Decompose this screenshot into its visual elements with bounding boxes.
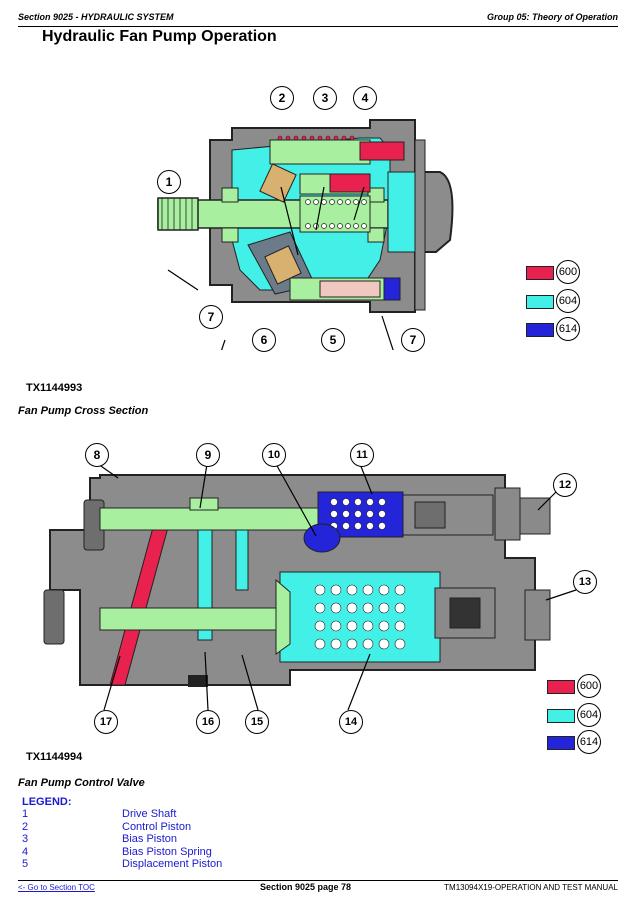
figure1-callout-5: 5 — [321, 328, 345, 352]
page-number: Section 9025 page 78 — [260, 882, 352, 892]
color-code-604: 604 — [556, 289, 580, 313]
color-code-600: 600 — [577, 674, 601, 698]
figure2-callouts-leaders — [97, 463, 577, 711]
legend-item: 2 Control Piston — [22, 821, 422, 834]
figure2-callout-9: 9 — [196, 443, 220, 467]
figure1-callout-7a: 7 — [199, 305, 223, 329]
color-swatch-604 — [547, 709, 575, 723]
manual-title: TM13094X19-OPERATION AND TEST MANUAL — [444, 883, 618, 892]
color-code-600: 600 — [556, 260, 580, 284]
legend-item: 3 Bias Piston — [22, 833, 422, 846]
legend-item: 5 Displacement Piston — [22, 858, 422, 871]
page-footer: <- Go to Section TOC Section 9025 page 7… — [18, 880, 618, 892]
color-swatch-614 — [547, 736, 575, 750]
figure1-callouts — [167, 186, 394, 350]
figure1-callout-6: 6 — [252, 328, 276, 352]
page-header: Section 9025 - HYDRAULIC SYSTEM Group 05… — [18, 10, 618, 27]
legend-label: Bias Piston Spring — [122, 845, 212, 858]
figure2-callout-12: 12 — [553, 473, 577, 497]
figure2-callout-16: 16 — [196, 710, 220, 734]
figure2-callout-10: 10 — [262, 443, 286, 467]
figure1-callout-2: 2 — [270, 86, 294, 110]
color-swatch-600 — [526, 266, 554, 280]
figure2-id: TX1144994 — [26, 751, 83, 763]
figure2-callout-15: 15 — [245, 710, 269, 734]
legend-item: 4 Bias Piston Spring — [22, 846, 422, 859]
figure1-callout-4: 4 — [353, 86, 377, 110]
figure1-callout-3: 3 — [313, 86, 337, 110]
fan-pump-control-valve-figure — [43, 474, 551, 687]
color-swatch-604 — [526, 295, 554, 309]
legend-number: 4 — [22, 845, 29, 858]
legend-heading: LEGEND: — [22, 796, 72, 808]
figure2-color-key: 600 604 614 — [547, 674, 607, 756]
figure2-callout-11: 11 — [350, 443, 374, 467]
color-code-614: 614 — [577, 730, 601, 754]
figure2-callout-8: 8 — [85, 443, 109, 467]
figure2-callout-14: 14 — [339, 710, 363, 734]
fan-pump-cross-section-figure — [157, 119, 454, 313]
figure1-color-key: 600 604 614 — [526, 260, 586, 342]
page-title: Hydraulic Fan Pump Operation — [42, 28, 277, 45]
figure1-callout-7b: 7 — [401, 328, 425, 352]
color-swatch-614 — [526, 323, 554, 337]
section-toc-link[interactable]: <- Go to Section TOC — [18, 883, 95, 892]
figure2-callout-13: 13 — [573, 570, 597, 594]
figure1-caption: Fan Pump Cross Section — [18, 405, 149, 417]
legend-number: 5 — [22, 858, 29, 870]
section-label: Section 9025 - HYDRAULIC SYSTEM — [18, 12, 174, 22]
figure1-id: TX1144993 — [26, 382, 83, 394]
legend-label: Control Piston — [122, 820, 192, 833]
legend-number: 2 — [22, 820, 29, 833]
color-code-604: 604 — [577, 703, 601, 727]
figure1-callout-1: 1 — [157, 170, 181, 194]
color-swatch-600 — [547, 680, 575, 694]
group-label: Group 05: Theory of Operation — [486, 12, 618, 22]
legend-label: Bias Piston — [122, 833, 178, 845]
color-code-614: 614 — [556, 317, 580, 341]
legend-item: 1 Drive Shaft — [22, 808, 422, 821]
legend: LEGEND: 1 Drive Shaft 2 Control Piston 3… — [22, 796, 422, 871]
legend-number: 3 — [22, 833, 29, 845]
figure2-caption: Fan Pump Control Valve — [18, 777, 145, 789]
legend-label: Displacement Piston — [122, 858, 223, 870]
legend-label: Drive Shaft — [122, 808, 177, 820]
figure2-callout-17: 17 — [94, 710, 118, 734]
legend-number: 1 — [22, 808, 29, 820]
